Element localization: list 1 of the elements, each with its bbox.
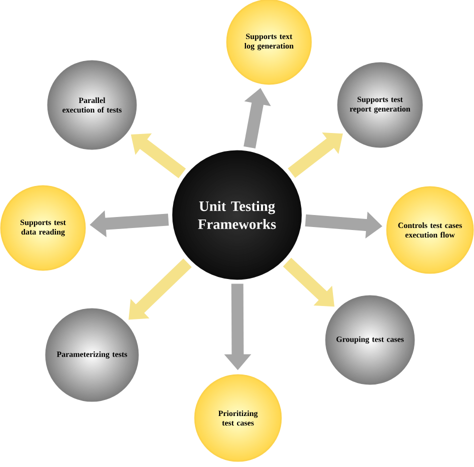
arrow xyxy=(128,258,192,320)
